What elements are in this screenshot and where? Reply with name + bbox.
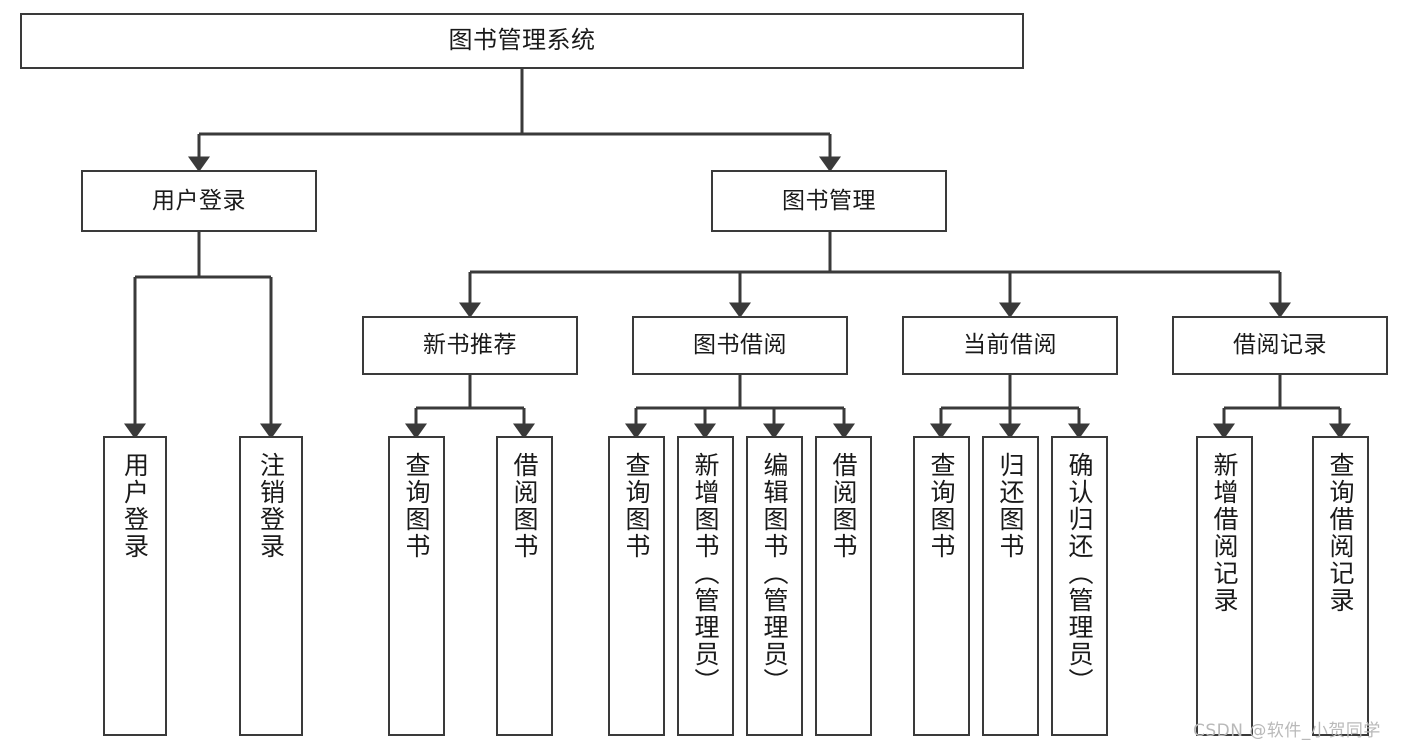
node-label: 新增借阅记录 <box>1210 452 1239 614</box>
node-book-borrow[interactable]: 图书借阅 <box>632 316 848 375</box>
leaf-current-query-book[interactable]: 查询图书 <box>913 436 970 736</box>
node-root-system[interactable]: 图书管理系统 <box>20 13 1024 69</box>
node-label: 用户登录 <box>120 452 150 560</box>
node-label: 借阅图书 <box>829 452 858 560</box>
leaf-borrow-borrow-book[interactable]: 借阅图书 <box>815 436 872 736</box>
leaf-newbook-borrow-book[interactable]: 借阅图书 <box>496 436 553 736</box>
leaf-borrow-add-book-admin[interactable]: 新增图书（管理员） <box>677 436 734 736</box>
node-label: 查询借阅记录 <box>1326 452 1355 614</box>
node-label: 查询图书 <box>622 452 651 560</box>
leaf-borrow-edit-book-admin[interactable]: 编辑图书（管理员） <box>746 436 803 736</box>
csdn-watermark: CSDN @软件_小贺同学 <box>1193 721 1381 741</box>
node-label: 借阅记录 <box>1233 332 1327 359</box>
node-label: 图书管理 <box>782 187 876 214</box>
node-label: 确认归还（管理员） <box>1065 452 1094 695</box>
leaf-user-login-signout[interactable]: 注销登录 <box>239 436 303 736</box>
leaf-borrow-query-book[interactable]: 查询图书 <box>608 436 665 736</box>
node-label: 编辑图书（管理员） <box>760 452 789 695</box>
node-label: 查询图书 <box>402 452 431 560</box>
leaf-current-confirm-return-admin[interactable]: 确认归还（管理员） <box>1051 436 1108 736</box>
node-label: 新增图书（管理员） <box>691 452 720 695</box>
node-book-management[interactable]: 图书管理 <box>711 170 947 232</box>
node-label: 注销登录 <box>256 452 286 560</box>
node-new-book-recommend[interactable]: 新书推荐 <box>362 316 578 375</box>
node-borrow-records[interactable]: 借阅记录 <box>1172 316 1388 375</box>
node-label: 新书推荐 <box>423 332 517 359</box>
node-label: 当前借阅 <box>963 332 1057 359</box>
leaf-records-query-record[interactable]: 查询借阅记录 <box>1312 436 1369 736</box>
leaf-current-return-book[interactable]: 归还图书 <box>982 436 1039 736</box>
node-label: 用户登录 <box>152 187 246 214</box>
node-label: 查询图书 <box>927 452 956 560</box>
node-user-login[interactable]: 用户登录 <box>81 170 317 232</box>
leaf-user-login-signin[interactable]: 用户登录 <box>103 436 167 736</box>
leaf-records-add-record[interactable]: 新增借阅记录 <box>1196 436 1253 736</box>
node-label: 图书借阅 <box>693 332 787 359</box>
node-label: 图书管理系统 <box>448 26 596 55</box>
leaf-newbook-query-book[interactable]: 查询图书 <box>388 436 445 736</box>
node-label: 归还图书 <box>996 452 1025 560</box>
node-current-borrow[interactable]: 当前借阅 <box>902 316 1118 375</box>
node-label: 借阅图书 <box>510 452 539 560</box>
